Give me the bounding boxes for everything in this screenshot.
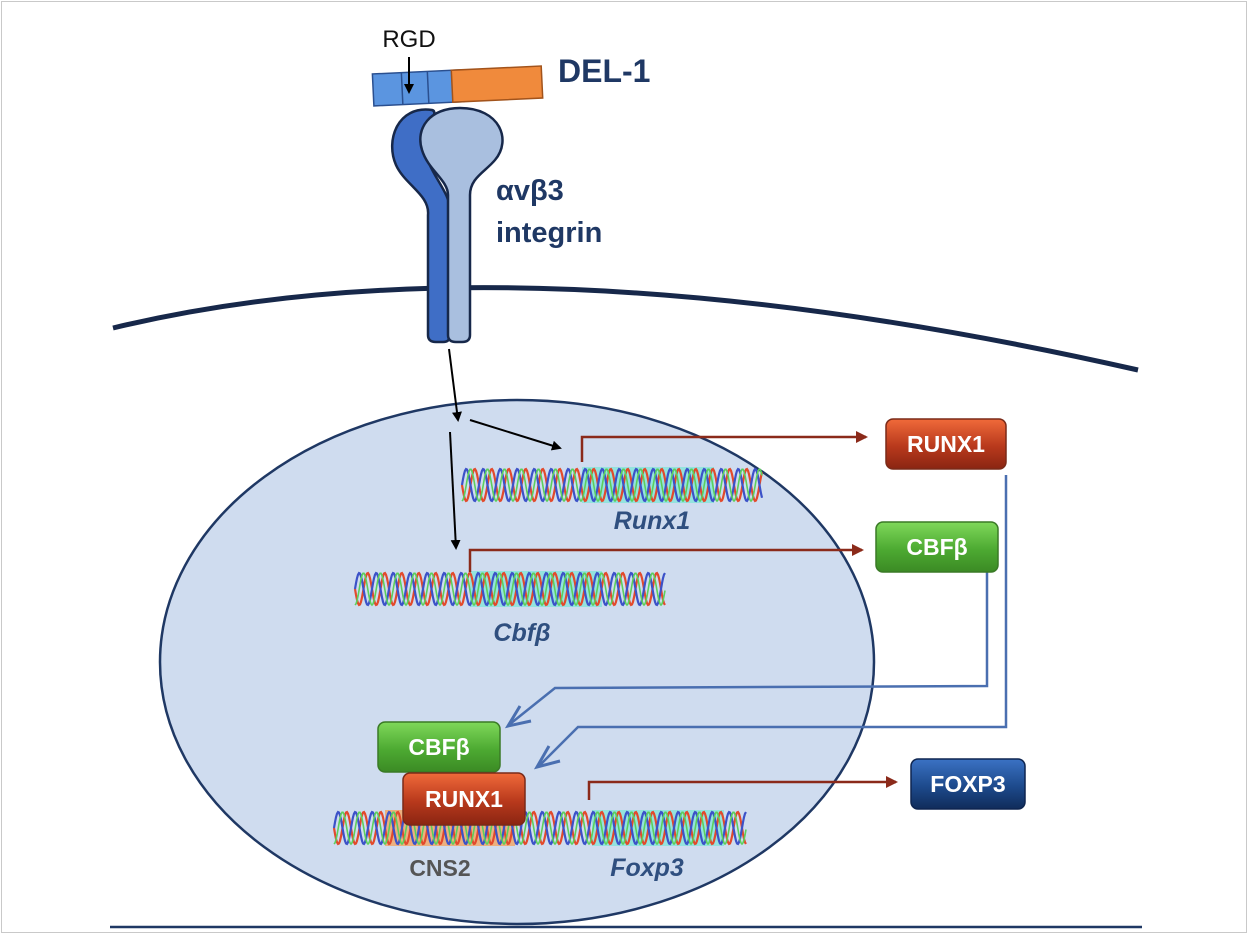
cbfb-complex-box: CBFβ	[377, 721, 501, 773]
del1-protein	[371, 65, 544, 107]
foxp3-protein-box: FOXP3	[910, 758, 1026, 810]
signal-arrow-to-runx1	[469, 419, 562, 451]
cbfb-complex-label: CBFβ	[408, 734, 469, 760]
transcription-arrow-foxp3	[587, 776, 898, 800]
cbfb-translocation-arrowhead	[504, 705, 532, 729]
runx1-protein-box: RUNX1	[885, 418, 1007, 470]
runx1-complex-label: RUNX1	[425, 786, 503, 812]
cns2-region-label: CNS2	[409, 855, 470, 881]
signal-arrow-down	[448, 348, 462, 422]
foxp3-protein-label: FOXP3	[930, 771, 1005, 797]
runx1-translocation-arrow	[539, 475, 1008, 766]
integrin-beta-subunit	[419, 106, 504, 344]
del1-label: DEL-1	[558, 53, 650, 89]
transcription-arrow-runx1	[580, 431, 868, 462]
rgd-motif-label: RGD	[382, 26, 435, 53]
cbfb-protein-box: CBFβ	[875, 521, 999, 573]
runx1-gene-label: Runx1	[614, 507, 690, 535]
runx1-translocation-arrowhead	[533, 745, 561, 770]
integrin-label-line1: αvβ3	[496, 175, 564, 207]
integrin-label-line2: integrin	[496, 217, 602, 249]
nucleus	[158, 398, 876, 926]
dna-cbfb-gene	[353, 571, 666, 607]
runx1-complex-box: RUNX1	[402, 772, 526, 826]
transcription-arrow-cbfb	[468, 544, 864, 572]
foxp3-gene-label: Foxp3	[610, 854, 684, 882]
signal-arrow-to-cbfb	[449, 431, 461, 550]
dna-runx1-gene	[460, 467, 764, 503]
cbfb-translocation-arrow	[509, 572, 989, 725]
cbfb-gene-label: Cbfβ	[493, 619, 550, 647]
cbfb-protein-label: CBFβ	[906, 534, 967, 560]
runx1-protein-label: RUNX1	[907, 431, 985, 457]
cell-membrane	[112, 285, 1139, 373]
